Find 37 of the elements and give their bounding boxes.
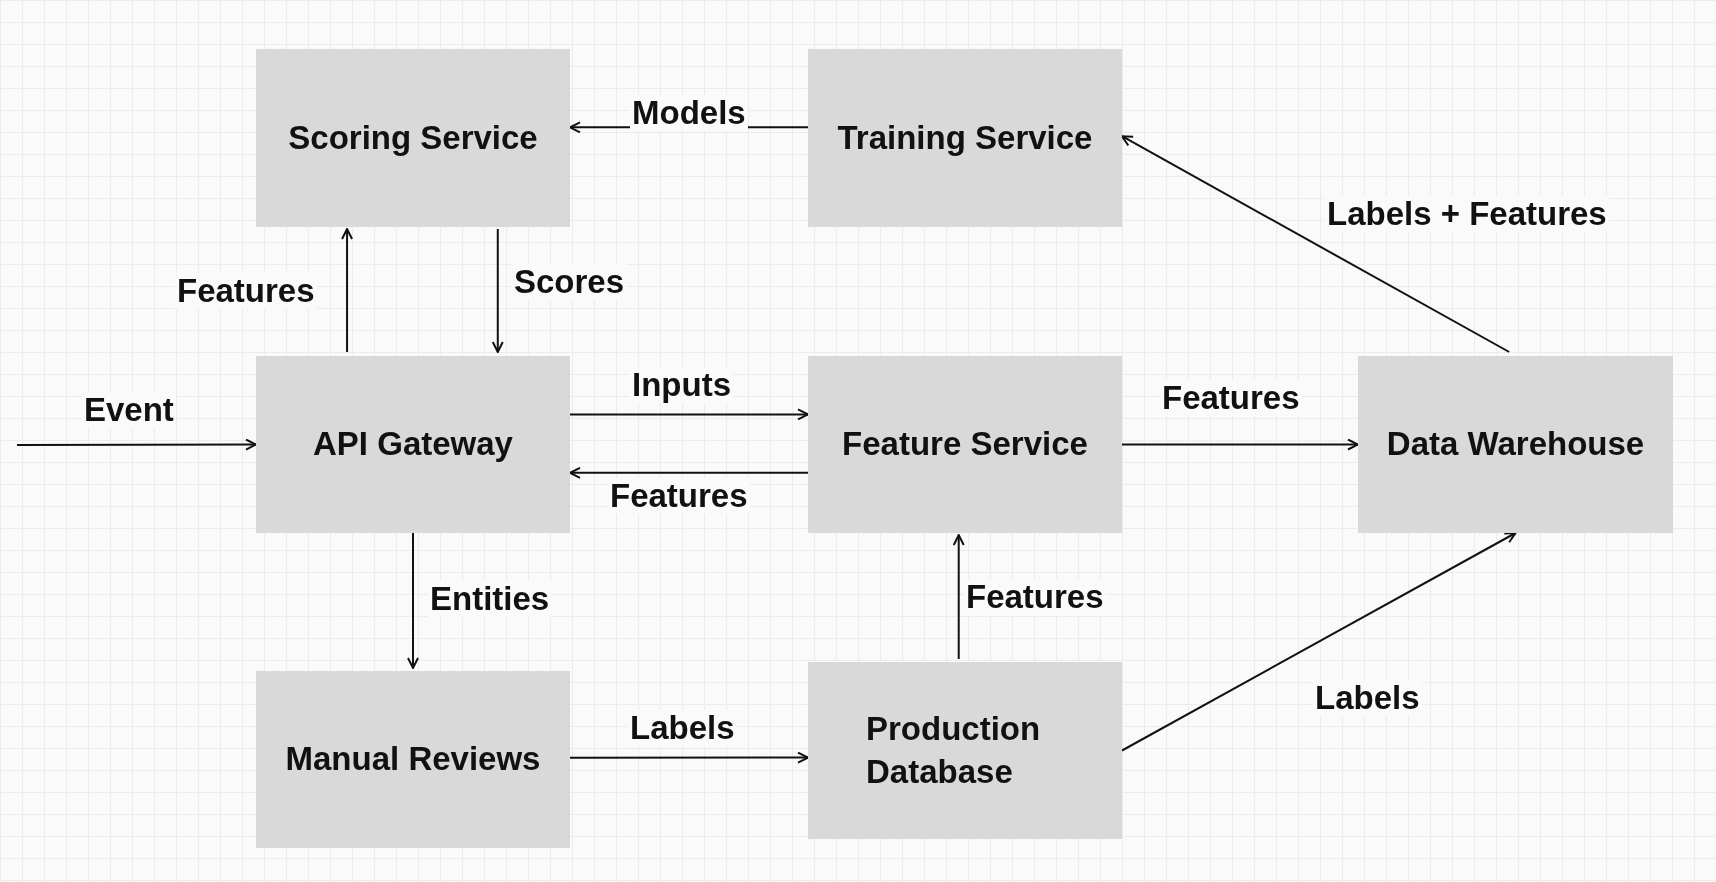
edge-label: Labels [628, 710, 737, 747]
process-box [808, 356, 1122, 533]
edge-label: Scores [512, 264, 627, 301]
arrow [569, 751, 809, 764]
edge-label: Inputs [630, 367, 733, 404]
edge-label: Features [175, 273, 317, 310]
arrow [569, 408, 809, 421]
process-box [808, 49, 1122, 227]
arrow [1121, 438, 1359, 451]
box-label: Manual Reviews [285, 739, 541, 780]
box-label: Production Database [866, 708, 1042, 792]
edge-label: Labels [1313, 680, 1422, 717]
process-box [256, 49, 570, 227]
box-label: Feature Service [842, 424, 1088, 465]
arrow [16, 438, 257, 451]
edge-label: Entities [428, 581, 552, 618]
edge-label: Labels + Features [1325, 196, 1609, 233]
edge-label: Event [82, 392, 176, 429]
box-label: Scoring Service [288, 117, 538, 158]
box-label: API Gateway [313, 424, 513, 465]
edge-label: Models [630, 95, 748, 132]
edge-label: Features [608, 478, 750, 515]
arrow [569, 466, 809, 479]
box-label: Data Warehouse [1386, 424, 1645, 465]
process-box [1358, 356, 1673, 533]
edge-label: Features [1160, 380, 1302, 417]
process-box [808, 662, 1122, 839]
arrow [952, 534, 965, 660]
arrow [491, 228, 504, 353]
arrow [1121, 532, 1517, 752]
arrow [1121, 135, 1511, 353]
box-label: Training Service [837, 117, 1093, 158]
process-box [256, 356, 570, 533]
edge-label: Features [964, 579, 1106, 616]
arrow [341, 228, 354, 353]
arrow [407, 532, 419, 669]
process-box [256, 671, 570, 848]
